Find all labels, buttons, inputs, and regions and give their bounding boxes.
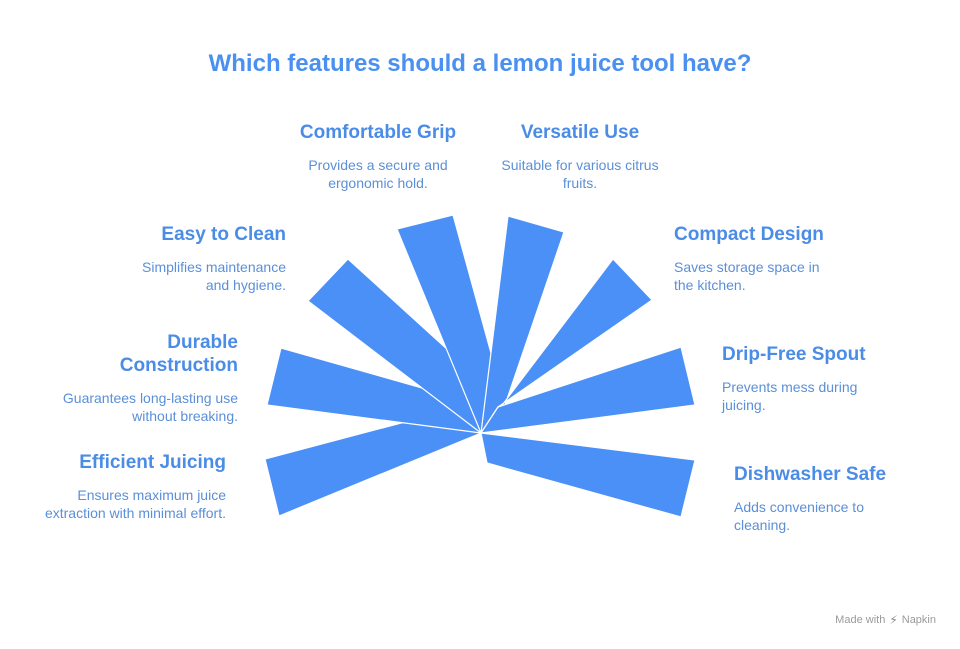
feature-heading: Efficient Juicing [79,452,226,473]
brand-prefix: Made with [835,614,886,626]
feature-description: Simplifies maintenance and hygiene. [142,259,286,293]
feature-description: Provides a secure and ergonomic hold. [308,157,448,191]
feature-description: Ensures maximum juice extraction with mi… [44,487,226,521]
feature-heading: Durable Construction [119,332,238,376]
feature-description: Prevents mess during juicing. [722,379,858,413]
page-title: Which features should a lemon juice tool… [208,50,752,77]
feature-compact-design: Compact Design Saves storage space in th… [674,223,844,294]
feature-drip-free-spout: Drip-Free Spout Prevents mess during jui… [722,343,892,414]
feature-dishwasher-safe: Dishwasher Safe Adds convenience to clea… [734,463,904,534]
feature-description: Saves storage space in the kitchen. [674,259,820,293]
feature-description: Suitable for various citrus fruits. [501,157,659,191]
feature-efficient-juicing: Efficient Juicing Ensures maximum juice … [40,451,226,522]
feature-description: Adds convenience to cleaning. [734,499,864,533]
feature-heading: Drip-Free Spout [722,344,866,365]
napkin-logo-icon: ⚡ [889,613,898,627]
feature-heading: Comfortable Grip [299,122,457,143]
made-with-napkin-badge: Made with ⚡ Napkin [835,613,936,627]
feature-heading: Easy to Clean [161,224,286,245]
blade-dishwasher-safe [480,432,696,518]
feature-heading: Dishwasher Safe [734,464,887,485]
brand-name: Napkin [901,614,936,626]
feature-comfortable-grip: Comfortable Grip Provides a secure and e… [286,121,470,192]
feature-easy-to-clean: Easy to Clean Simplifies maintenance and… [98,223,286,294]
feature-heading: Versatile Use [520,122,640,143]
feature-description: Guarantees long-lasting use without brea… [62,390,238,424]
feature-versatile-use: Versatile Use Suitable for various citru… [492,121,668,192]
feature-heading: Compact Design [674,224,824,245]
feature-durable-construction: Durable Construction Guarantees long-las… [48,331,238,425]
blade-drip-free-spout [480,346,696,434]
